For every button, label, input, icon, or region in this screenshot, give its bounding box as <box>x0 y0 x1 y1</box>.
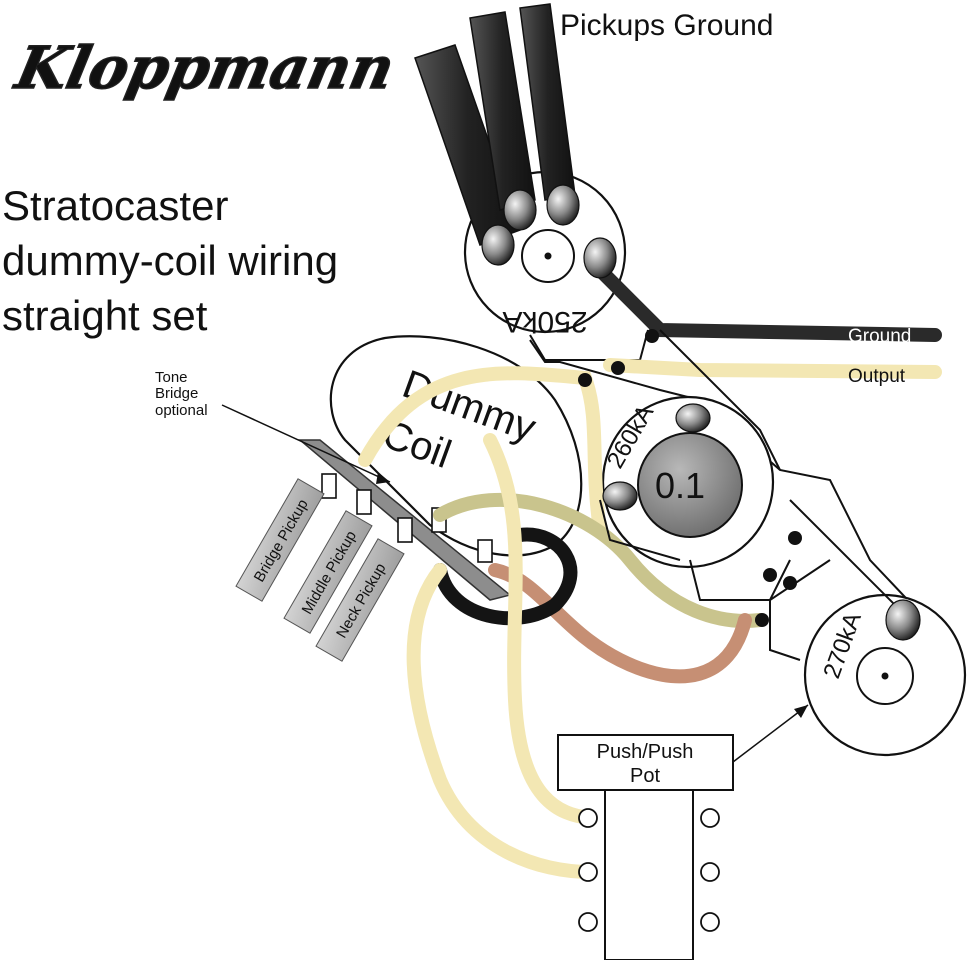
tone-bridge-label-1: Tone <box>155 369 188 386</box>
brown-wire <box>488 563 752 684</box>
ground-label: Ground <box>848 326 911 347</box>
neck-pickup-body <box>315 538 405 662</box>
ground-trace-1 <box>659 329 781 471</box>
solder-4 <box>788 531 802 545</box>
ground-tip-tone-3 <box>885 599 921 641</box>
volume-pot-lugs <box>529 329 649 361</box>
solder-1 <box>645 329 659 343</box>
pickup-selector-switch <box>297 439 512 601</box>
bridge-pickup-body <box>235 478 325 602</box>
title-line-1: Stratocaster <box>2 182 228 229</box>
ground-bar-2 <box>469 11 536 211</box>
pp-lug-left-2 <box>578 862 598 882</box>
logo-text: Kloppmann <box>8 34 400 102</box>
solder-3 <box>578 373 592 387</box>
capacitor-value: 0.1 <box>655 465 705 506</box>
ground-trace-2 <box>789 499 901 611</box>
tone-pot-2-center <box>881 672 889 680</box>
title-line-2: dummy-coil wiring <box>2 237 338 284</box>
tone-bridge-arrowhead <box>376 472 390 484</box>
push-push-arrow <box>732 704 809 763</box>
push-push-label-1: Push/Push <box>597 741 694 763</box>
diagram-title: Stratocaster dummy-coil wiring straight … <box>2 182 338 339</box>
solder-6 <box>783 576 797 590</box>
ground-bar-tip-4 <box>583 237 617 279</box>
ground-tip-tone-2 <box>602 481 638 511</box>
tone-bridge-note: Tone Bridge optional <box>155 369 391 484</box>
kloppmann-logo: Kloppmann <box>8 33 401 103</box>
pp-lug-left-3 <box>578 912 598 932</box>
middle-pickup-body <box>283 510 373 634</box>
output-label: Output <box>848 366 906 387</box>
pushpot-wire-1 <box>483 433 597 825</box>
pp-lug-right-3 <box>700 912 720 932</box>
switch-lug-1 <box>321 473 337 499</box>
push-push-arrowhead <box>794 705 808 718</box>
volume-pot-value: 250kA <box>502 305 587 338</box>
dummy-coil-wire <box>358 366 607 537</box>
push-push-label-2: Pot <box>630 765 660 787</box>
solder-7 <box>755 613 769 627</box>
ground-bar-tip-3 <box>546 184 580 226</box>
tone-bridge-arrow <box>221 404 391 483</box>
ground-tip-tone-1 <box>675 403 711 433</box>
tone-pot-1-lugs <box>689 559 791 601</box>
black-loop-wire <box>433 527 578 626</box>
tone-bridge-label-3: optional <box>155 402 208 419</box>
thin-wires <box>599 329 901 611</box>
pickups-ground-label: Pickups Ground <box>560 9 773 42</box>
push-push-pot: Push/Push Pot <box>557 704 809 960</box>
push-push-switch-body <box>604 789 694 960</box>
pushpot-wire-2 <box>406 563 597 879</box>
solder-5 <box>763 568 777 582</box>
capacitor: 0.1 <box>637 432 743 538</box>
switch-lug-5 <box>477 539 493 563</box>
tone-pot-2-lugs <box>769 559 831 661</box>
capacitor-body <box>637 432 743 538</box>
pp-lug-right-1 <box>700 808 720 828</box>
tone-bridge-label-2: Bridge <box>155 385 198 402</box>
pp-lug-right-2 <box>700 862 720 882</box>
push-push-lugs <box>578 808 720 932</box>
tone-pot-2: 270kA <box>769 559 967 757</box>
switch-lug-2 <box>356 489 372 515</box>
cap-trace <box>599 499 681 561</box>
ground-bar-tip-1 <box>481 224 515 266</box>
title-line-3: straight set <box>2 292 208 339</box>
ground-bar-tip-2 <box>503 189 537 231</box>
pp-lug-left-1 <box>578 808 598 828</box>
solder-2 <box>611 361 625 375</box>
switch-lug-3 <box>397 517 413 543</box>
push-push-label-box <box>557 734 734 791</box>
olive-wire <box>433 492 767 628</box>
solder-joints <box>578 329 802 627</box>
volume-pot-center <box>544 252 552 260</box>
pickups-ground-bars <box>414 3 921 641</box>
